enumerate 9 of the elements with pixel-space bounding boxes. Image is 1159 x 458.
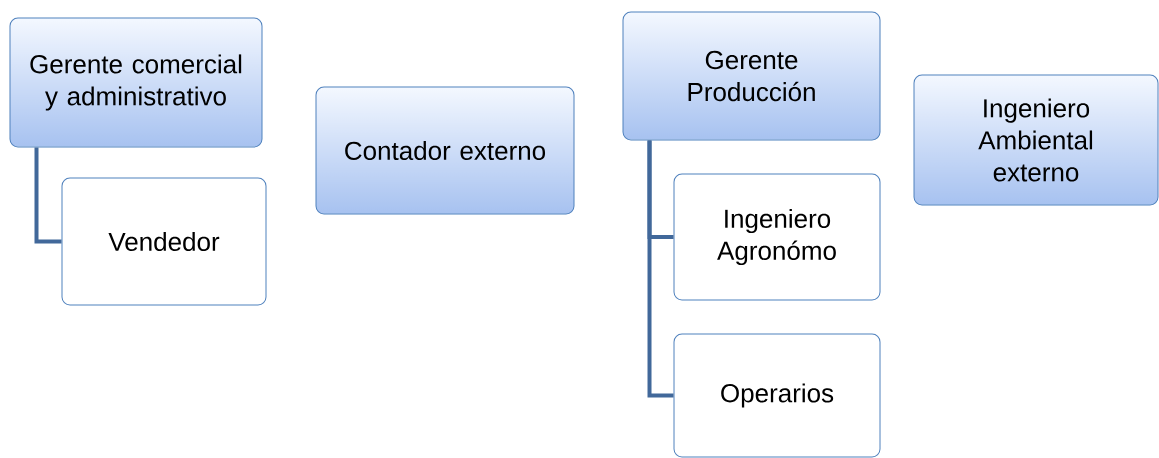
connector-line [34, 147, 62, 244]
sub-role-box: Operarios [673, 333, 881, 458]
sub-role-box: Vendedor [61, 177, 267, 306]
role-box: Ingeniero Ambiental externo [913, 74, 1159, 206]
connector-line [647, 140, 674, 398]
sub-role-box: Ingeniero Agronómo [673, 173, 881, 301]
role-box: Gerente comercial y administrativo [9, 17, 263, 148]
role-box: Gerente Producción [622, 11, 881, 141]
role-box: Contador externo [315, 86, 575, 215]
